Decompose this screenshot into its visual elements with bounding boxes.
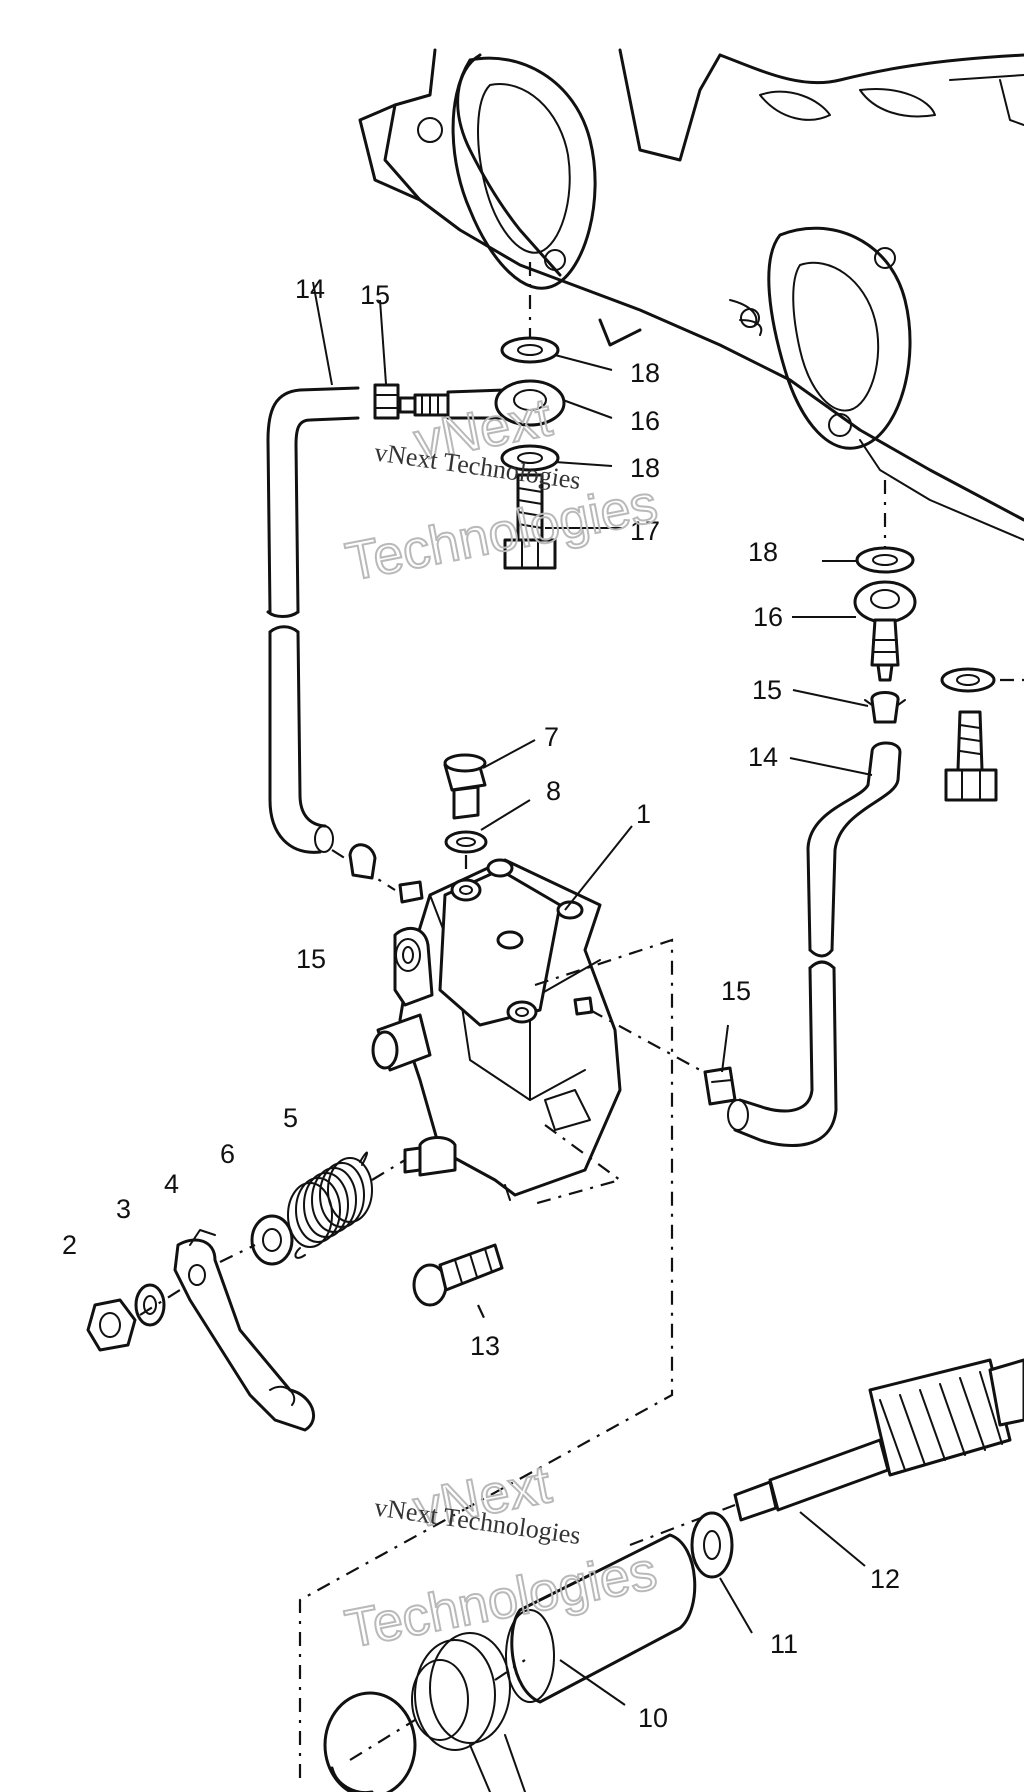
clamp-15-left	[348, 843, 377, 880]
callout-8: 8	[546, 776, 561, 806]
callout-16-right: 16	[753, 602, 783, 632]
fitting-stack-left	[266, 262, 566, 854]
screw-13	[412, 1243, 504, 1321]
callout-5: 5	[283, 1103, 298, 1133]
boundary-inner	[529, 1124, 623, 1207]
centerline-right	[589, 1009, 701, 1071]
callout-15-left: 15	[296, 944, 326, 974]
callout-labels: 14 15 18 16 18 17 18 16 15 14 7 8 1 15 1…	[62, 274, 900, 1733]
callout-10: 10	[638, 1703, 668, 1733]
fitting-stack-right	[703, 480, 1024, 1147]
callout-7: 7	[544, 722, 559, 752]
spring-5	[287, 1151, 373, 1259]
oil-pump-body	[371, 858, 622, 1201]
boundary-outline	[298, 938, 674, 1780]
callout-4: 4	[164, 1169, 179, 1199]
callout-6: 6	[220, 1139, 235, 1169]
callout-16-left: 16	[630, 406, 660, 436]
engine-block	[358, 48, 1024, 541]
bolt-washer-7-8	[443, 753, 488, 880]
callout-15-right: 15	[752, 675, 782, 705]
callout-11: 11	[770, 1629, 798, 1659]
callout-3: 3	[116, 1194, 131, 1224]
callout-18-mid: 18	[630, 453, 660, 483]
callout-15-lower: 15	[721, 976, 751, 1006]
callout-17: 17	[630, 516, 660, 546]
callout-14-left: 14	[295, 274, 325, 304]
callout-18-right: 18	[748, 537, 778, 567]
lever-assembly	[86, 1151, 406, 1432]
callout-18-top: 18	[630, 358, 660, 388]
callout-2: 2	[62, 1230, 77, 1260]
callout-13: 13	[470, 1331, 500, 1361]
callout-12: 12	[870, 1564, 900, 1594]
callout-14-right: 14	[748, 742, 778, 772]
callout-15-top: 15	[360, 280, 390, 310]
drive-shaft	[323, 1358, 1024, 1792]
leader-lines	[312, 281, 873, 1706]
callout-1: 1	[636, 799, 651, 829]
watermark-big-bottom: Technologies	[341, 474, 662, 593]
